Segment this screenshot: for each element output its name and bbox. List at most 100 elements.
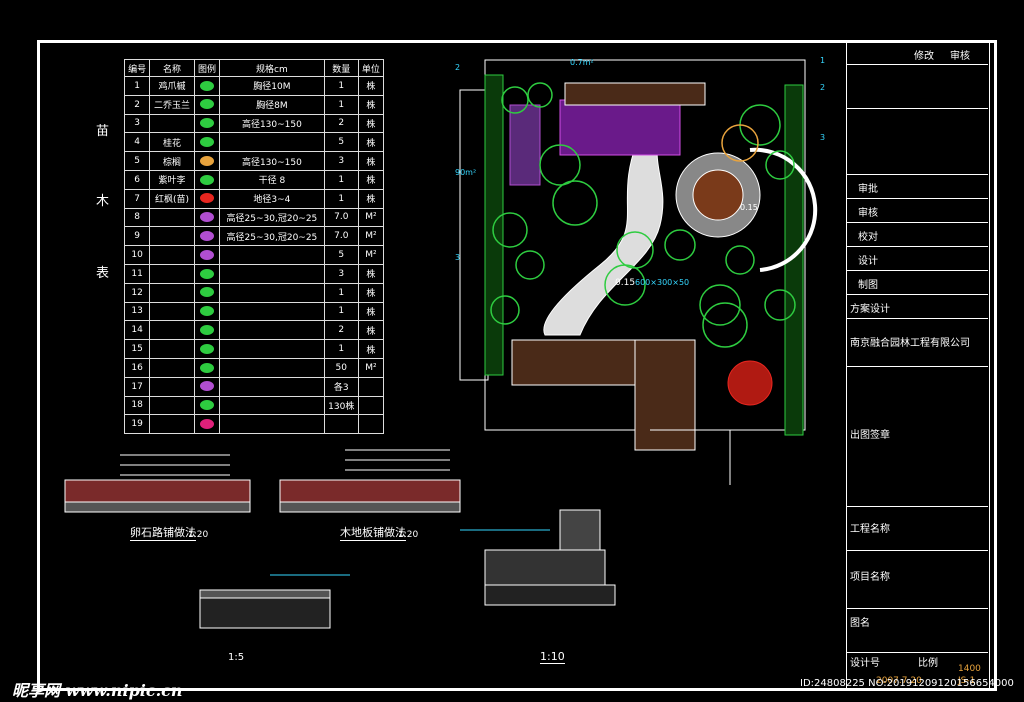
cell-unit: 株 bbox=[357, 169, 385, 190]
svg-text:0.7m²: 0.7m² bbox=[570, 58, 594, 67]
cell-no: 18 bbox=[123, 395, 151, 416]
cell-spec bbox=[219, 301, 325, 322]
plant-symbol-icon bbox=[200, 80, 215, 91]
detail-caption: 1:5 bbox=[228, 652, 245, 663]
cell-spec bbox=[219, 357, 325, 378]
plant-symbol-icon bbox=[200, 155, 215, 166]
cell-symbol bbox=[193, 414, 221, 435]
cell-spec bbox=[219, 395, 325, 416]
cell-spec bbox=[219, 282, 325, 303]
cell-name bbox=[149, 113, 195, 134]
watermark-site: 昵享网 www.nipic.cn bbox=[12, 681, 183, 700]
cell-name bbox=[149, 357, 195, 378]
cell-unit: 株 bbox=[357, 339, 385, 359]
cell-unit: 株 bbox=[357, 151, 385, 171]
table-side-title-2: 木 bbox=[96, 194, 110, 209]
section-drawings bbox=[64, 449, 461, 513]
plant-symbol-icon bbox=[200, 343, 215, 354]
cell-no: 19 bbox=[123, 414, 151, 435]
tb-sheet: JS-1 bbox=[958, 676, 976, 686]
cell-unit: M² bbox=[357, 357, 385, 378]
col-symbol: 图例 bbox=[193, 59, 221, 77]
cell-symbol bbox=[193, 132, 221, 153]
tb-company: 南京融合园林工程有限公司 bbox=[850, 338, 970, 349]
tb-row-check: 审核 bbox=[858, 208, 878, 219]
cell-no: 16 bbox=[123, 357, 151, 378]
cell-qty: 3 bbox=[323, 151, 359, 171]
cell-unit: M² bbox=[357, 226, 385, 247]
cell-unit: 株 bbox=[357, 320, 385, 341]
cell-unit: 株 bbox=[357, 76, 385, 96]
cell-spec: 胸径8M bbox=[219, 94, 325, 115]
cell-symbol bbox=[193, 357, 221, 378]
cell-qty: 1 bbox=[323, 188, 359, 209]
cell-unit bbox=[357, 376, 385, 397]
cell-no: 3 bbox=[123, 113, 151, 134]
cell-no: 10 bbox=[123, 245, 151, 265]
cell-no: 8 bbox=[123, 207, 151, 228]
wood-caption: 木地板铺做法 bbox=[340, 526, 406, 541]
cell-unit: 株 bbox=[357, 113, 385, 134]
cell-spec: 高径25~30,冠20~25 bbox=[219, 226, 325, 247]
tb-xiangmu: 项目名称 bbox=[850, 572, 890, 583]
cell-spec: 高径25~30,冠20~25 bbox=[219, 207, 325, 228]
water-caption: 1:10 bbox=[540, 650, 565, 664]
svg-text:3: 3 bbox=[820, 133, 825, 142]
cell-symbol bbox=[193, 207, 221, 228]
col-name: 名称 bbox=[149, 59, 195, 77]
plant-symbol-icon bbox=[200, 99, 215, 110]
cell-spec bbox=[219, 132, 325, 153]
cell-no: 17 bbox=[123, 376, 151, 397]
cell-name bbox=[149, 301, 195, 322]
cell-qty: 5 bbox=[323, 245, 359, 265]
detail-section bbox=[199, 574, 350, 629]
cell-qty: 1 bbox=[323, 94, 359, 115]
cell-symbol bbox=[193, 113, 221, 134]
cell-unit bbox=[357, 414, 385, 435]
cell-name bbox=[149, 376, 195, 397]
cell-spec: 地径3~4 bbox=[219, 188, 325, 209]
cell-unit: 株 bbox=[357, 94, 385, 115]
cell-no: 11 bbox=[123, 263, 151, 284]
cell-spec: 干径 8 bbox=[219, 169, 325, 190]
cell-qty: 50 bbox=[323, 357, 359, 378]
cell-name bbox=[149, 245, 195, 265]
col-unit: 单位 bbox=[357, 59, 385, 77]
cell-spec bbox=[219, 376, 325, 397]
cell-name bbox=[149, 395, 195, 416]
cell-symbol bbox=[193, 226, 221, 247]
cell-unit: M² bbox=[357, 207, 385, 228]
cell-no: 15 bbox=[123, 339, 151, 359]
cell-spec bbox=[219, 320, 325, 341]
tb-modify: 修改 bbox=[914, 51, 934, 62]
cell-symbol bbox=[193, 301, 221, 322]
svg-text:2: 2 bbox=[820, 83, 825, 92]
cell-spec bbox=[219, 245, 325, 265]
plant-symbol-icon bbox=[200, 325, 215, 335]
plant-symbol-icon bbox=[200, 362, 215, 373]
cell-symbol bbox=[193, 395, 221, 416]
cell-symbol bbox=[193, 188, 221, 209]
cell-name bbox=[149, 320, 195, 341]
cell-qty: 1 bbox=[323, 282, 359, 303]
tb-row-draw: 制图 bbox=[858, 280, 878, 291]
plant-symbol-icon bbox=[200, 118, 215, 129]
plant-symbol-icon bbox=[200, 193, 215, 204]
plant-symbol-icon bbox=[200, 306, 215, 317]
cell-qty: 1 bbox=[323, 169, 359, 190]
cell-no: 14 bbox=[123, 320, 151, 341]
svg-text:3: 3 bbox=[455, 253, 460, 262]
plant-symbol-icon bbox=[200, 418, 215, 429]
cell-no: 12 bbox=[123, 282, 151, 303]
cell-name: 紫叶李 bbox=[149, 169, 195, 190]
cell-no: 9 bbox=[123, 226, 151, 247]
table-row: 19 bbox=[123, 414, 385, 435]
